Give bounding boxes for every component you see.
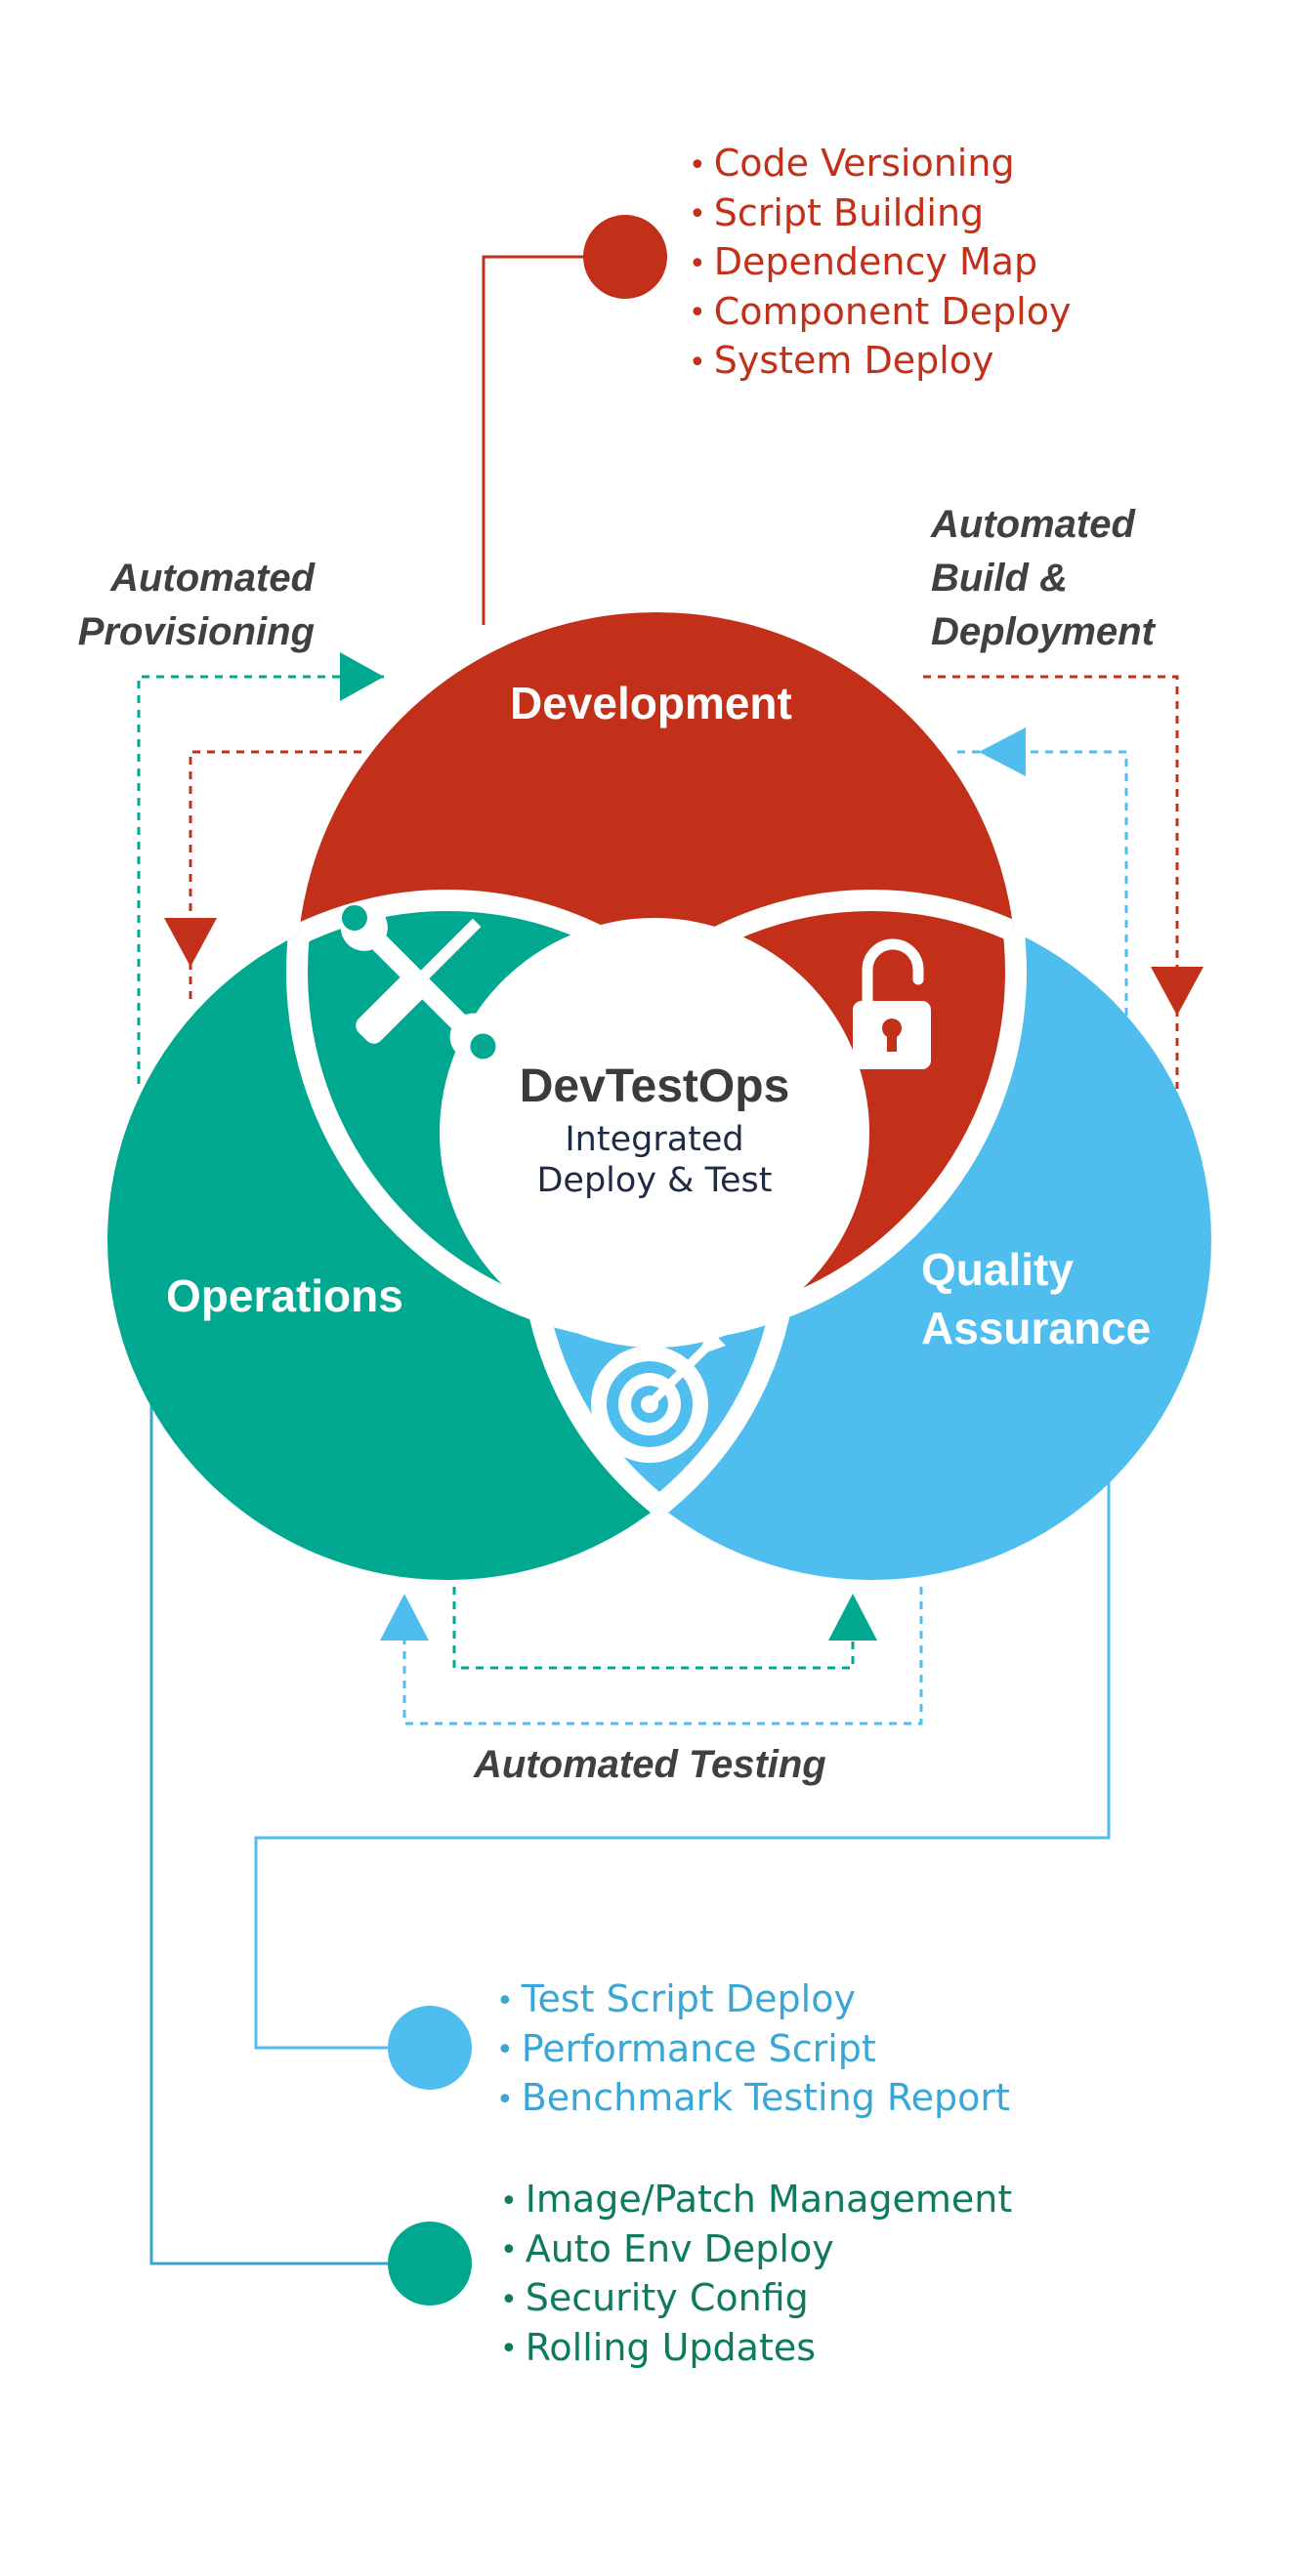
operations-list: •Image/Patch Management •Auto Env Deploy… — [500, 2176, 1012, 2373]
screwdriver-shape — [356, 918, 482, 1044]
center-title: DevTestOps — [519, 1060, 790, 1112]
center-region — [440, 918, 869, 1348]
target-icon — [591, 1328, 726, 1463]
list-item: •Auto Env Deploy — [500, 2226, 834, 2270]
build-loop-inner — [957, 750, 1128, 1016]
development-connector-line — [482, 255, 625, 625]
list-item: •System Deploy — [689, 339, 994, 382]
testing-arrow-up-blue — [380, 1594, 429, 1641]
build-arrow-down — [1151, 967, 1203, 1016]
padlock-icon — [853, 938, 931, 1069]
quality-label: Quality Assurance — [921, 1244, 1152, 1353]
center-label: DevTestOps Integrated Deploy & Test — [488, 1059, 821, 1201]
list-item: •Component Deploy — [689, 289, 1072, 333]
center-subtitle-line2: Deploy & Test — [536, 1161, 773, 1200]
list-item: •Test Script Deploy — [496, 1977, 856, 2020]
quality-list: •Test Script Deploy •Performance Script … — [496, 1975, 1010, 2124]
list-item: •Benchmark Testing Report — [496, 2076, 1010, 2119]
quality-connector-line — [254, 1475, 1111, 2050]
center-subtitle-line1: Integrated — [565, 1120, 744, 1159]
list-item: •Security Config — [500, 2276, 809, 2319]
provisioning-arrow-down — [164, 918, 217, 967]
quality-list-marker — [388, 2006, 472, 2090]
operations-label: Operations — [166, 1270, 403, 1321]
automated-testing-caption: Automated Testing — [474, 1743, 826, 1786]
testing-loop-outer — [402, 1587, 923, 1725]
provisioning-arrow-right — [340, 652, 384, 701]
list-item: •Image/Patch Management — [500, 2178, 1013, 2221]
provisioning-loop-outer — [137, 675, 391, 1084]
automated-build-caption: Automated Build & Deployment — [931, 503, 1155, 653]
build-arrow-left — [979, 727, 1026, 776]
development-list: •Code Versioning •Script Building •Depen… — [689, 140, 1071, 387]
build-loop-outer — [923, 675, 1179, 1089]
list-item: •Rolling Updates — [500, 2325, 817, 2369]
testing-arrow-up-green — [828, 1594, 877, 1641]
automated-provisioning-caption: Automated Provisioning — [77, 557, 315, 653]
list-item: •Script Building — [689, 190, 985, 234]
list-item: •Dependency Map — [689, 240, 1038, 283]
operations-list-marker — [388, 2222, 472, 2306]
testing-loop-inner — [452, 1587, 855, 1670]
list-item: •Performance Script — [496, 2026, 876, 2070]
development-list-marker — [583, 215, 667, 299]
list-item: •Code Versioning — [689, 142, 1015, 185]
development-label: Development — [510, 678, 792, 728]
operations-connector-line — [149, 1396, 410, 2265]
